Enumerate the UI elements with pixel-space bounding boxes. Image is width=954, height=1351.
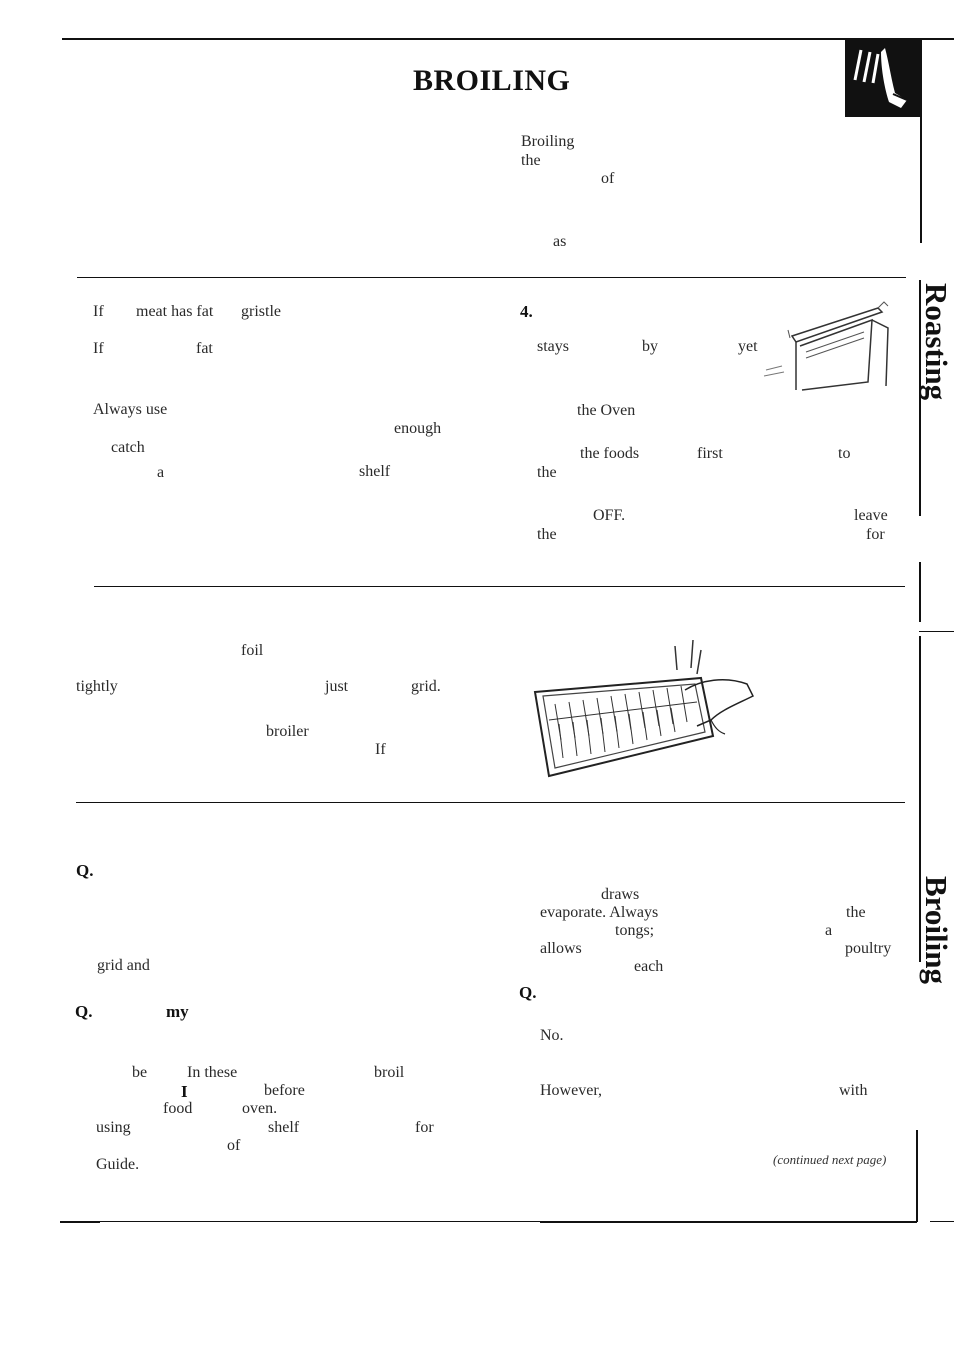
body-word: evaporate. Always	[540, 904, 659, 921]
body-word: with	[839, 1082, 868, 1099]
body-word: the foods	[580, 445, 640, 462]
body-word: of	[227, 1137, 241, 1154]
body-word: catch	[111, 439, 145, 456]
body-word: meat has fat	[136, 303, 214, 320]
section-divider	[76, 802, 905, 803]
body-word: foil	[241, 642, 264, 659]
tab-broiling[interactable]: Broiling	[919, 876, 954, 984]
body-word: to	[838, 445, 851, 462]
body-word: draws	[601, 886, 640, 903]
body-word: OFF.	[593, 507, 626, 524]
body-word: shelf	[359, 463, 391, 480]
body-word: the	[846, 904, 866, 921]
intro-word: of	[601, 170, 615, 187]
body-word: No.	[540, 1027, 564, 1044]
body-word: shelf	[268, 1119, 300, 1136]
body-word: stays	[537, 338, 569, 355]
body-word: leave	[854, 507, 888, 524]
body-word: broil	[374, 1064, 405, 1081]
body-word: the	[537, 464, 557, 481]
bottom-rule	[540, 1221, 917, 1223]
tab-rule	[919, 280, 921, 516]
body-word: I	[181, 1082, 188, 1101]
body-word: by	[642, 338, 658, 355]
body-word: food	[163, 1100, 193, 1117]
body-word: allows	[540, 940, 582, 957]
body-word: If	[93, 303, 104, 320]
body-word: Guide.	[96, 1156, 140, 1173]
step-number: 4.	[520, 302, 533, 321]
body-word: a	[157, 464, 165, 481]
body-word: If	[93, 340, 104, 357]
body-word: the	[537, 526, 557, 543]
body-word: In these	[187, 1064, 238, 1081]
body-word: grid.	[411, 678, 441, 695]
intro-word: as	[553, 233, 567, 250]
bottom-rule	[930, 1221, 954, 1222]
tab-roasting[interactable]: Roasting	[919, 283, 954, 401]
section-divider	[94, 586, 905, 587]
body-word: for	[866, 526, 885, 543]
body-word: If	[375, 741, 386, 758]
body-word: However,	[540, 1082, 602, 1099]
corner-side-rule	[920, 38, 922, 243]
body-word: using	[96, 1119, 131, 1136]
question-marker: Q.	[519, 983, 537, 1002]
body-word: my	[166, 1002, 189, 1021]
top-rule	[62, 38, 954, 40]
body-word: tongs;	[615, 922, 655, 939]
body-word: first	[697, 445, 723, 462]
body-word: tightly	[76, 678, 118, 695]
hand-pressing-button-icon	[845, 38, 921, 117]
page-title: BROILING	[413, 64, 571, 97]
broiler-pan-foil-icon	[533, 640, 755, 778]
body-word: grid and	[97, 957, 150, 974]
tab-rule	[919, 631, 954, 632]
bottom-rule	[60, 1221, 100, 1223]
body-word: yet	[738, 338, 758, 355]
tab-rule	[919, 562, 921, 622]
body-word: enough	[394, 420, 442, 437]
body-word: be	[132, 1064, 148, 1081]
tab-rule	[916, 1130, 918, 1222]
body-word: poultry	[845, 940, 892, 957]
body-word: a	[825, 922, 833, 939]
body-word: for	[415, 1119, 434, 1136]
intro-word: the	[521, 152, 541, 169]
body-word: fat	[196, 340, 213, 357]
tab-rule	[919, 636, 921, 962]
body-word: just	[325, 678, 349, 695]
body-word: broiler	[266, 723, 309, 740]
body-word: oven.	[242, 1100, 278, 1117]
body-word: before	[264, 1082, 305, 1099]
section-divider	[77, 277, 906, 278]
oven-door-stop-icon	[763, 301, 889, 391]
bottom-rule	[100, 1221, 540, 1222]
intro-word: Broiling	[521, 133, 575, 150]
body-word: Always use	[93, 401, 168, 418]
continued-note: (continued next page)	[773, 1152, 887, 1167]
body-word: gristle	[241, 303, 281, 320]
question-marker: Q.	[76, 861, 94, 880]
body-word: the Oven	[577, 402, 636, 419]
body-word: each	[634, 958, 664, 975]
question-marker: Q.	[75, 1002, 93, 1021]
